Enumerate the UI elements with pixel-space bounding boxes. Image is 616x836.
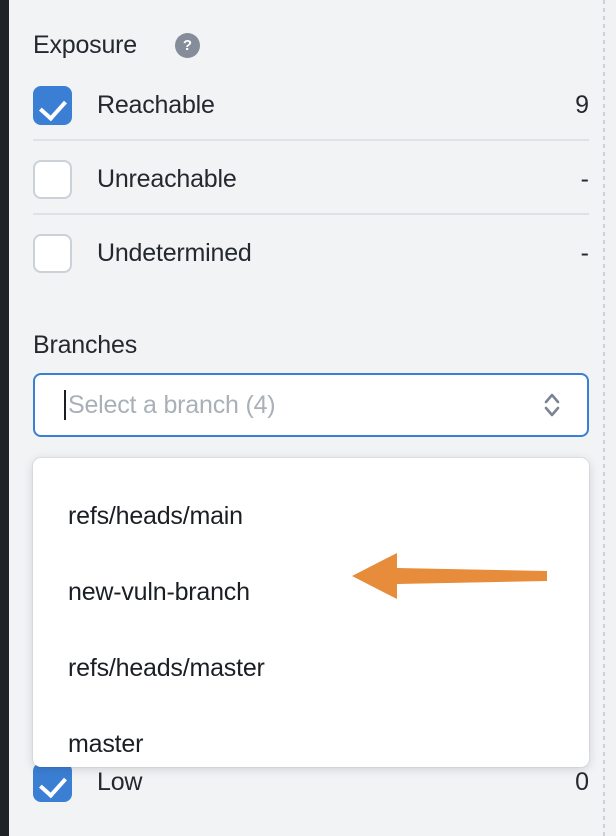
chevron-up-down-icon[interactable]	[541, 388, 563, 422]
row-separator	[33, 213, 589, 215]
exposure-row-undetermined[interactable]: Undetermined -	[33, 220, 589, 286]
window-right-gutter	[605, 0, 616, 836]
exposure-label-reachable: Reachable	[97, 90, 215, 119]
checkbox-reachable[interactable]	[33, 85, 72, 125]
branch-select-placeholder: Select a branch (4)	[68, 390, 276, 419]
exposure-row-unreachable[interactable]: Unreachable -	[33, 146, 589, 212]
branches-section-title: Branches	[33, 331, 138, 359]
exposure-count-unreachable: -	[580, 164, 589, 193]
help-circle-icon[interactable]: ?	[175, 33, 200, 58]
exposure-label-undetermined: Undetermined	[97, 238, 252, 267]
branch-option-new-vuln-branch[interactable]: new-vuln-branch	[68, 577, 250, 606]
checkbox-low[interactable]	[33, 762, 72, 802]
branch-options-listbox[interactable]: refs/heads/main new-vuln-branch refs/hea…	[33, 458, 589, 767]
checkbox-unreachable[interactable]	[33, 159, 72, 199]
text-caret	[64, 390, 66, 420]
row-separator	[33, 139, 589, 141]
filters-panel: Exposure ? Reachable 9 Unreachable - Und…	[9, 0, 603, 836]
exposure-count-reachable: 9	[575, 90, 589, 119]
exposure-count-undetermined: -	[580, 238, 589, 267]
checkbox-undetermined[interactable]	[33, 233, 72, 273]
exposure-row-reachable[interactable]: Reachable 9	[33, 72, 589, 138]
branch-option-refs-heads-main[interactable]: refs/heads/main	[68, 501, 243, 530]
severity-row-low[interactable]: Low 0	[33, 752, 589, 812]
exposure-label-unreachable: Unreachable	[97, 164, 237, 193]
severity-count-low: 0	[575, 767, 589, 796]
panel-divider	[603, 0, 605, 836]
severity-label-low: Low	[97, 767, 143, 796]
branch-select-combobox[interactable]: Select a branch (4)	[33, 373, 589, 437]
branch-option-master[interactable]: master	[68, 729, 144, 758]
window-left-gutter	[0, 0, 9, 836]
exposure-section-title: Exposure	[33, 31, 138, 59]
branch-option-refs-heads-master[interactable]: refs/heads/master	[68, 653, 265, 682]
